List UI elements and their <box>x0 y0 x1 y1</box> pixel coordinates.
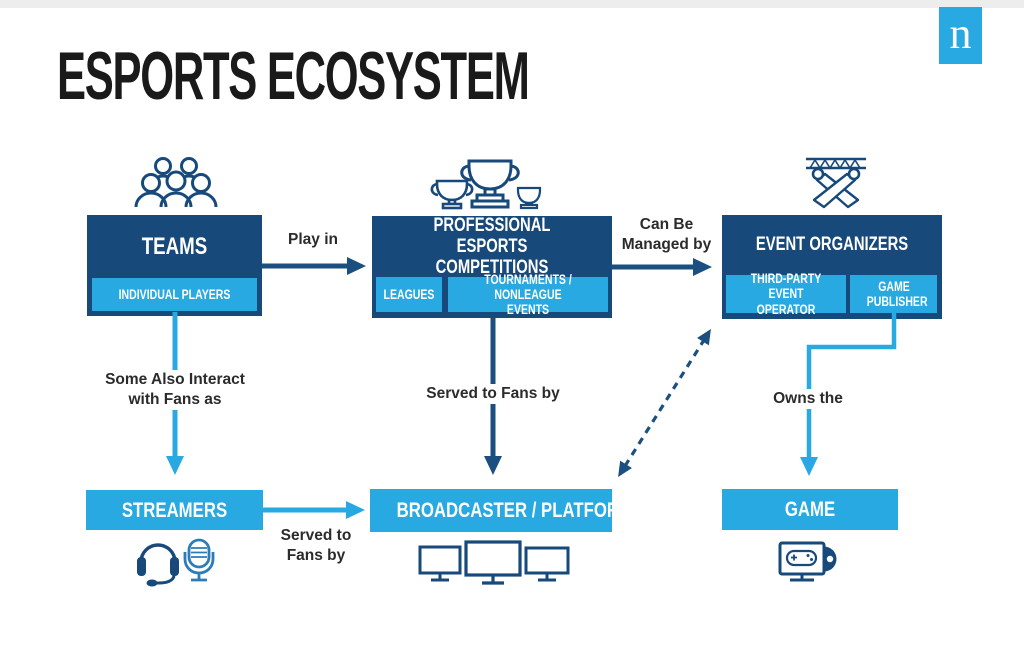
nielsen-logo: n <box>939 7 982 64</box>
broadcaster-box: BROADCASTER / PLATFORM <box>370 489 633 532</box>
individual-players-subbox: INDIVIDUAL PLAYERS <box>92 278 257 311</box>
teams-box: TEAMS INDIVIDUAL PLAYERS <box>87 215 262 316</box>
tournaments-subbox: TOURNAMENTS / NONLEAGUE EVENTS <box>448 272 608 317</box>
top-gray-strip <box>0 0 1024 8</box>
game-label-wrap: GAME <box>722 489 898 530</box>
game-label: GAME <box>784 497 836 521</box>
arrow-publisher-owns-game <box>800 313 897 476</box>
streamers-label: STREAMERS <box>121 497 228 522</box>
can-be-managed-by-label: Can Be Managed by <box>621 216 712 253</box>
served-to-fans-by-streamers-label: Served to Fans by <box>280 527 352 564</box>
page-title: ESPORTS ECOSYSTEM <box>57 38 530 114</box>
some-also-interact-label: Some Also Interact with Fans as <box>90 370 260 410</box>
event-organizers-label: EVENT ORGANIZERS <box>755 234 909 256</box>
game-publisher-label: GAME PUBLISHER <box>866 278 928 309</box>
competitions-box: PROFESSIONAL ESPORTS COMPETITIONS LEAGUE… <box>372 214 612 318</box>
broadcaster-label-wrap: BROADCASTER / PLATFORM <box>370 489 633 532</box>
broadcaster-label: BROADCASTER / PLATFORM <box>396 498 633 522</box>
fans-crowd-icon <box>134 157 218 208</box>
tournaments-label: TOURNAMENTS / NONLEAGUE EVENTS <box>484 271 572 318</box>
play-in-label: Play in <box>288 231 338 248</box>
third-party-operator-label: THIRD-PARTY EVENT OPERATOR <box>750 271 822 317</box>
teams-label-wrap: TEAMS <box>87 215 262 278</box>
trophies-icon <box>430 159 542 210</box>
stage-lights-icon <box>806 157 866 209</box>
individual-players-label: INDIVIDUAL PLAYERS <box>118 286 231 302</box>
streamers-box: STREAMERS <box>86 490 263 530</box>
microphone-icon <box>183 538 215 582</box>
owns-the-label: Owns the <box>763 389 853 409</box>
arrow-broadcaster-organizers-dashed <box>618 328 711 478</box>
game-console-icon <box>778 541 837 582</box>
game-box: GAME <box>722 489 898 530</box>
teams-label: TEAMS <box>141 232 208 260</box>
monitors-icon <box>418 540 570 585</box>
competitions-label: PROFESSIONAL ESPORTS COMPETITIONS <box>433 214 551 279</box>
leagues-label: LEAGUES <box>383 286 435 302</box>
nielsen-logo-letter: n <box>949 8 972 58</box>
leagues-subbox: LEAGUES <box>376 277 442 312</box>
game-publisher-subbox: GAME PUBLISHER <box>850 275 937 313</box>
competitions-label-wrap: PROFESSIONAL ESPORTS COMPETITIONS <box>372 214 612 279</box>
served-to-fans-by-competitions-label: Served to Fans by <box>410 384 576 404</box>
event-organizers-label-wrap: EVENT ORGANIZERS <box>722 215 942 275</box>
headset-icon <box>137 543 179 587</box>
event-organizers-box: EVENT ORGANIZERS THIRD-PARTY EVENT OPERA… <box>722 215 942 319</box>
streamers-label-wrap: STREAMERS <box>86 490 263 530</box>
third-party-operator-subbox: THIRD-PARTY EVENT OPERATOR <box>726 271 846 317</box>
